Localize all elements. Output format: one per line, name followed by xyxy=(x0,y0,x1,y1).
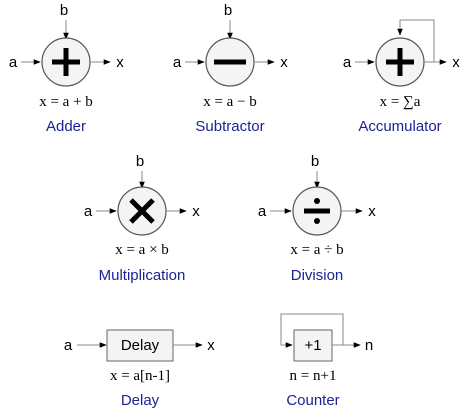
division-input-b-label: b xyxy=(311,153,319,170)
accumulator-feedback-loop xyxy=(397,19,435,62)
subtractor-title: Subtractor xyxy=(195,118,264,135)
adder-input-a-label: a xyxy=(9,54,18,71)
delay-output-label: x xyxy=(207,337,215,354)
adder-block: b a x x = a + b Adder xyxy=(9,2,124,135)
adder-input-b-label: b xyxy=(60,2,68,19)
division-title: Division xyxy=(291,267,344,284)
counter-block: +1 n n = n+1 Counter xyxy=(280,313,373,409)
multiplication-title: Multiplication xyxy=(99,267,186,284)
counter-title: Counter xyxy=(286,392,339,409)
counter-box-label: +1 xyxy=(304,337,321,354)
subtractor-input-a-label: a xyxy=(173,54,182,71)
subtractor-input-b-label: b xyxy=(224,2,232,19)
multiplication-equation: x = a × b xyxy=(115,242,169,258)
subtractor-block: b a x x = a − b Subtractor xyxy=(173,2,288,135)
division-input-a-label: a xyxy=(258,203,267,220)
accumulator-input-a-label: a xyxy=(343,54,352,71)
divide-icon xyxy=(304,198,330,224)
division-output-label: x xyxy=(368,203,376,220)
delay-input-a-label: a xyxy=(64,337,73,354)
accumulator-block: a x x = ∑a Accumulator xyxy=(343,19,460,135)
accumulator-equation: x = ∑a xyxy=(380,94,421,110)
multiplication-input-b-label: b xyxy=(136,153,144,170)
multiplication-input-a-label: a xyxy=(84,203,93,220)
division-block: b a x x = a ÷ b Division xyxy=(258,153,376,284)
delay-title: Delay xyxy=(121,392,160,409)
plus-icon xyxy=(52,48,80,76)
delay-block: a Delay x x = a[n-1] Delay xyxy=(64,329,215,409)
division-equation: x = a ÷ b xyxy=(290,242,343,258)
subtractor-output-label: x xyxy=(280,54,288,71)
subtractor-equation: x = a − b xyxy=(203,94,257,110)
plus-icon xyxy=(386,48,414,76)
accumulator-title: Accumulator xyxy=(358,118,441,135)
multiplication-block: b a x x = a × b Multiplication xyxy=(84,153,200,284)
delay-equation: x = a[n-1] xyxy=(110,368,170,384)
counter-equation: n = n+1 xyxy=(290,368,337,384)
adder-output-label: x xyxy=(116,54,124,71)
counter-feedback-loop xyxy=(280,313,344,348)
delay-box-label: Delay xyxy=(121,337,160,354)
counter-output-label: n xyxy=(365,337,373,354)
adder-title: Adder xyxy=(46,118,86,135)
times-icon xyxy=(129,198,155,224)
multiplication-output-label: x xyxy=(192,203,200,220)
accumulator-output-label: x xyxy=(452,54,460,71)
adder-equation: x = a + b xyxy=(39,94,93,110)
